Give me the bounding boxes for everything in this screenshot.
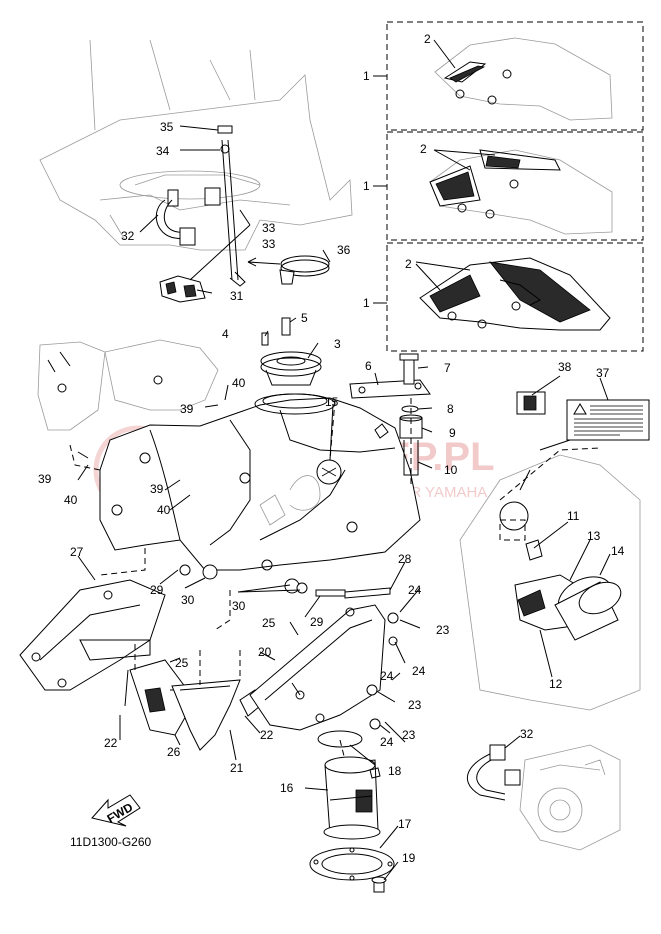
callout-12: 12 <box>549 677 563 691</box>
callout-29: 29 <box>150 583 164 597</box>
callout-29: 29 <box>310 615 324 629</box>
callout-24: 24 <box>380 735 394 749</box>
callout-26: 26 <box>167 745 181 759</box>
callout-11: 11 <box>567 509 580 523</box>
callout-33: 33 <box>262 221 276 235</box>
callout-5: 5 <box>301 311 308 325</box>
callout-8: 8 <box>447 402 454 416</box>
callout-1: 1 <box>363 296 370 310</box>
fuel-tank <box>99 393 421 571</box>
frame-background-illustration <box>39 39 353 251</box>
fwd-arrow: FWD <box>91 794 141 827</box>
callout-28: 28 <box>398 552 412 566</box>
hose-clamp-36 <box>247 255 330 285</box>
pump-plate-17 <box>309 847 395 881</box>
callout-32: 32 <box>121 229 135 243</box>
callout-40: 40 <box>232 376 246 390</box>
fasteners-29-30 <box>179 564 391 599</box>
callout-24: 24 <box>380 669 394 683</box>
callout-3: 3 <box>334 337 341 351</box>
callout-2: 2 <box>424 32 431 46</box>
callout-40: 40 <box>157 503 171 517</box>
callout-1: 1 <box>363 179 370 193</box>
hose-clip-31 <box>159 275 206 303</box>
fuel-cap-3 <box>260 351 322 386</box>
callout-39: 39 <box>180 402 194 416</box>
callout-2: 2 <box>420 142 427 156</box>
panel-20 <box>249 604 386 731</box>
callout-37: 37 <box>596 366 610 380</box>
callout-22: 22 <box>260 728 274 742</box>
fuel-hose-32-engine <box>467 744 621 851</box>
callout-25: 25 <box>262 616 276 630</box>
callout-30: 30 <box>181 593 195 607</box>
callout-24: 24 <box>412 664 426 678</box>
fuel-pump-assembly-16 <box>317 730 381 840</box>
label-38 <box>516 391 546 415</box>
bracket-6-7 <box>349 353 431 399</box>
callout-39: 39 <box>150 482 164 496</box>
callout-17: 17 <box>398 817 412 831</box>
diagram-code: 11D1300-G260 <box>70 835 151 849</box>
emblem-variant-box-1 <box>373 21 644 131</box>
callout-1: 1 <box>363 69 370 83</box>
callout-39: 39 <box>38 472 52 486</box>
warning-label-37 <box>566 399 650 441</box>
callout-7: 7 <box>444 361 451 375</box>
callout-4: 4 <box>222 327 229 341</box>
callout-13: 13 <box>587 529 601 543</box>
callout-23: 23 <box>436 623 450 637</box>
callout-40: 40 <box>64 493 78 507</box>
callout-27: 27 <box>70 545 84 559</box>
callout-34: 34 <box>156 144 170 158</box>
callout-6: 6 <box>365 359 372 373</box>
bolt-19 <box>371 876 387 893</box>
leader-lines <box>77 39 611 881</box>
callout-23: 23 <box>408 698 422 712</box>
callout-18: 18 <box>388 764 402 778</box>
emblem-variant-box-2 <box>373 131 644 241</box>
right-side-panel <box>459 439 641 711</box>
callout-30: 30 <box>232 599 246 613</box>
callout-19: 19 <box>402 851 416 865</box>
callout-23: 23 <box>402 728 416 742</box>
callout-14: 14 <box>611 544 625 558</box>
callout-10: 10 <box>444 463 458 477</box>
dampers-8-9-10 <box>399 398 423 485</box>
left-side-panels <box>37 339 219 431</box>
callout-16: 16 <box>280 781 294 795</box>
callout-31: 31 <box>230 289 244 303</box>
callout-2: 2 <box>405 257 412 271</box>
callout-24: 24 <box>408 583 422 597</box>
callout-35: 35 <box>160 120 174 134</box>
fuel-pump-hose-assembly <box>155 125 246 287</box>
callout-20: 20 <box>258 645 272 659</box>
callout-labels: 1 1 1 2 2 2 3 4 5 6 7 8 9 10 11 12 13 14… <box>38 32 625 865</box>
callout-25: 25 <box>175 656 189 670</box>
emblem-variant-box-3 <box>373 242 644 352</box>
cover-11-13-14 <box>514 539 622 641</box>
callout-21: 21 <box>230 761 244 775</box>
callout-9: 9 <box>449 426 456 440</box>
side-cover-27 <box>19 579 166 691</box>
callout-32: 32 <box>520 727 534 741</box>
screws-23-24 <box>366 612 399 730</box>
callout-22: 22 <box>104 736 118 750</box>
callout-33: 33 <box>262 237 276 251</box>
callout-36: 36 <box>337 243 351 257</box>
dashed-lines-layout <box>69 399 601 761</box>
callout-15: 15 <box>325 395 339 409</box>
callout-38: 38 <box>558 360 572 374</box>
bolts-4-5 <box>261 317 291 346</box>
